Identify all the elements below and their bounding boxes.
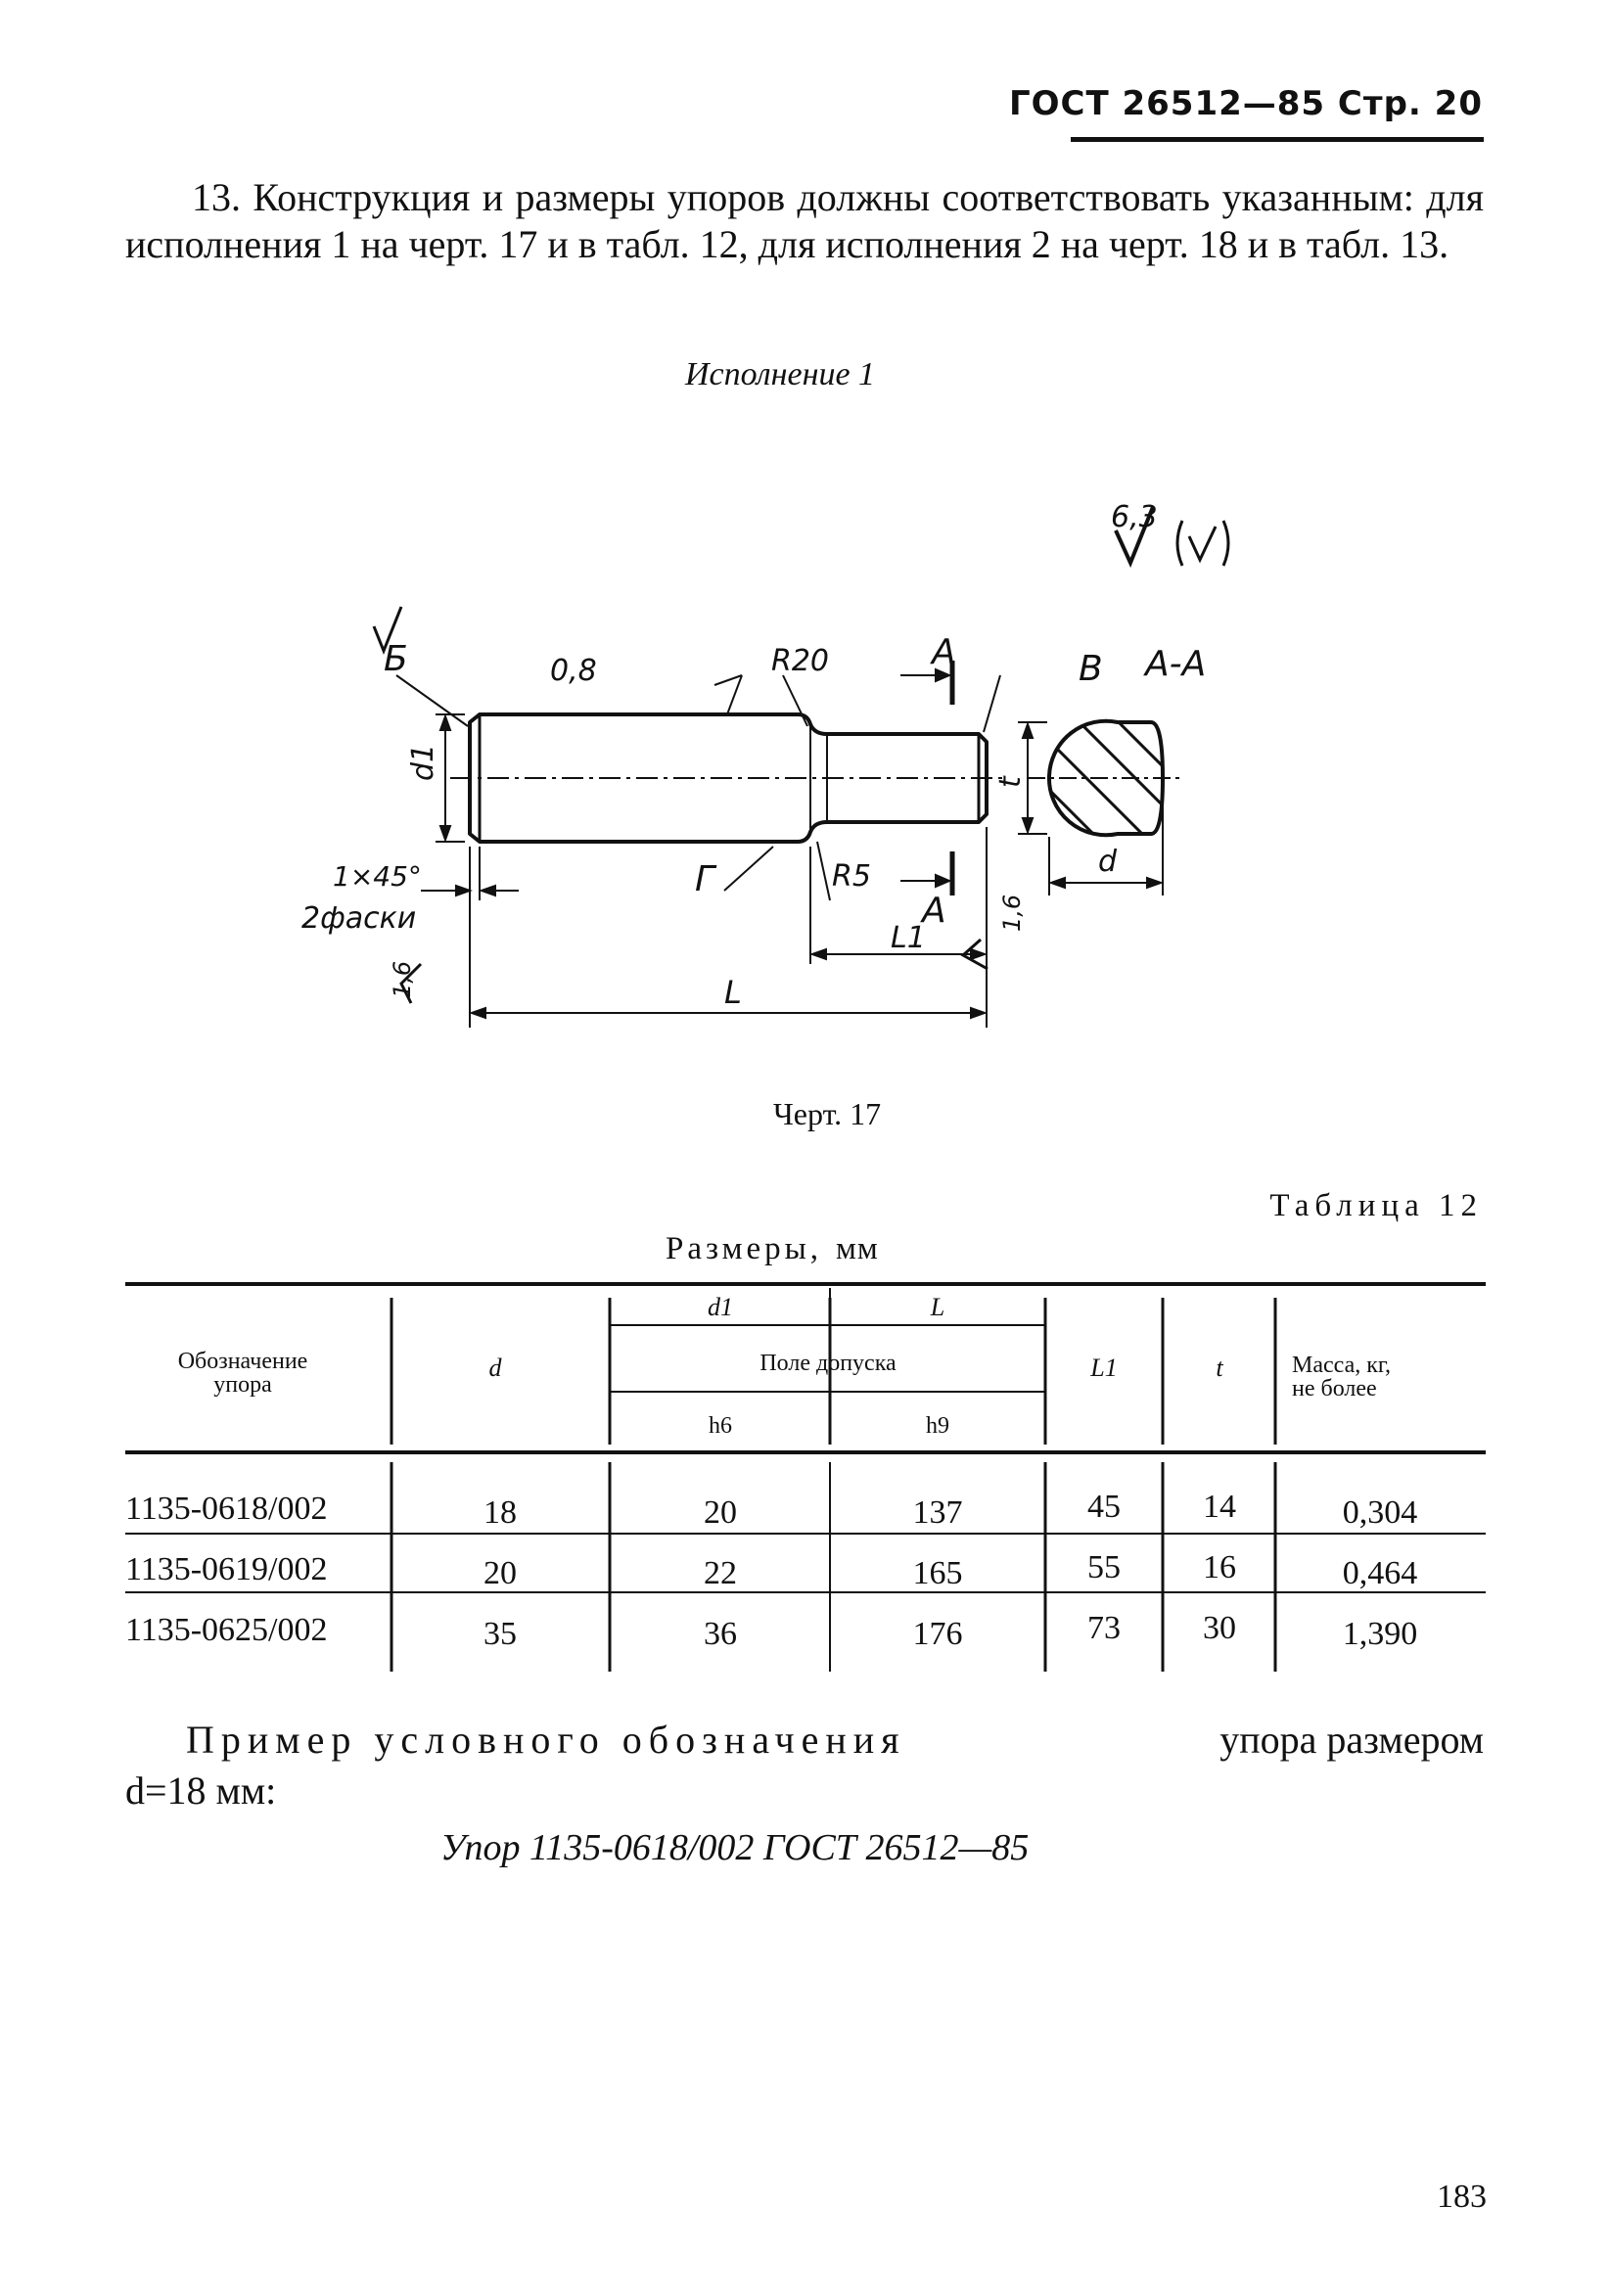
cell-d1: 20 — [704, 1494, 737, 1531]
cell-L1: 45 — [1087, 1489, 1121, 1525]
cell-L: 176 — [913, 1616, 963, 1652]
label-chamfer: 1×45° — [333, 860, 422, 893]
table-label: Таблица 12 — [1269, 1188, 1483, 1223]
drawing-svg: Б 0,8 R20 А В А-А d1 t d 1×45° 2фаски Г … — [301, 500, 1230, 1028]
cell-designation: 1135-0618/002 — [125, 1491, 328, 1527]
table-body: 1135-0618/002 18 20 137 45 14 0,304 1135… — [125, 1489, 1417, 1652]
th-designation-1: Обозначение — [178, 1349, 308, 1374]
cell-mass: 0,464 — [1343, 1555, 1418, 1591]
label-b: Б — [384, 639, 408, 679]
cell-L1: 73 — [1087, 1610, 1121, 1646]
units-text: Размеры, — [666, 1231, 823, 1266]
cell-t: 30 — [1203, 1610, 1236, 1646]
dimensions-table: Обозначение упора d d1 L Поле допуска h6… — [125, 1276, 1486, 1692]
intro-text: 13. Конструкция и размеры упоров должны … — [125, 175, 1484, 266]
units-mm: мм — [836, 1231, 879, 1266]
label-l1: L1 — [891, 921, 926, 955]
table-row: 1135-0619/002 20 22 165 55 16 0,464 — [125, 1549, 1417, 1591]
th-t: t — [1216, 1354, 1223, 1382]
label-r20: R20 — [771, 644, 829, 678]
cell-d: 18 — [483, 1494, 517, 1531]
page-number: 183 — [1437, 2179, 1487, 2215]
label-chamfer-note: 2фаски — [301, 901, 416, 936]
example-tail: упора размером — [1219, 1718, 1484, 1762]
technical-drawing: Б 0,8 R20 А В А-А d1 t d 1×45° 2фаски Г … — [274, 470, 1311, 1081]
example-designation: Упор 1135-0618/002 ГОСТ 26512—85 — [440, 1827, 1030, 1868]
th-mass-2: не более — [1292, 1376, 1377, 1401]
label-rough-16-right: 1,6 — [998, 895, 1026, 932]
th-tolerance: Поле допуска — [759, 1351, 897, 1376]
cell-L: 137 — [913, 1494, 963, 1531]
label-r5: R5 — [832, 859, 871, 894]
example-line-1: Пример условного обозначения упора разме… — [186, 1717, 1484, 1764]
header-rule — [1071, 137, 1484, 142]
table-row: 1135-0618/002 18 20 137 45 14 0,304 — [125, 1489, 1417, 1531]
th-mass-1: Масса, кг, — [1292, 1353, 1391, 1378]
cell-designation: 1135-0619/002 — [125, 1551, 328, 1587]
th-L: L — [930, 1293, 944, 1321]
part-outline — [468, 712, 989, 844]
units-label: Размеры, мм — [666, 1231, 879, 1267]
variant-title: Исполнение 1 — [685, 356, 876, 392]
label-section-a-bottom: А — [920, 891, 946, 931]
table-svg: Обозначение упора d d1 L Поле допуска h6… — [125, 1282, 1486, 1672]
cell-mass: 0,304 — [1343, 1494, 1418, 1531]
cell-L1: 55 — [1087, 1549, 1121, 1585]
label-g: Г — [695, 859, 717, 899]
cell-t: 14 — [1203, 1489, 1236, 1525]
label-roughness-main: 6,3 — [1111, 500, 1158, 534]
label-d1: d1 — [406, 744, 440, 781]
label-rough-16-left: 1,6 — [389, 961, 416, 998]
cell-d1: 36 — [704, 1616, 737, 1652]
cell-d: 20 — [483, 1555, 517, 1591]
figure-caption: Черт. 17 — [773, 1096, 882, 1131]
th-designation-2: упора — [213, 1372, 272, 1398]
intro-paragraph: 13. Конструкция и размеры упоров должны … — [125, 174, 1484, 268]
cell-L: 165 — [913, 1555, 963, 1591]
example-lead: Пример условного обозначения — [186, 1718, 906, 1762]
label-section-title: А-А — [1143, 644, 1206, 684]
th-h6: h6 — [709, 1413, 732, 1439]
table-row: 1135-0625/002 35 36 176 73 30 1,390 — [125, 1610, 1417, 1652]
leader-b — [395, 674, 469, 727]
cell-d: 35 — [483, 1616, 517, 1652]
cell-mass: 1,390 — [1343, 1616, 1418, 1652]
cell-t: 16 — [1203, 1549, 1236, 1585]
label-l: L — [724, 974, 742, 1011]
label-v: В — [1079, 649, 1103, 689]
label-d: d — [1098, 845, 1118, 879]
th-d1: d1 — [708, 1293, 733, 1321]
th-h9: h9 — [926, 1413, 949, 1439]
label-roughness-08: 0,8 — [550, 654, 597, 688]
th-L1: L1 — [1089, 1354, 1117, 1382]
label-section-a-top: А — [930, 632, 956, 672]
page-header: ГОСТ 26512—85 Стр. 20 — [1008, 84, 1483, 123]
cell-d1: 22 — [704, 1555, 737, 1591]
label-t: t — [993, 775, 1028, 788]
cell-designation: 1135-0625/002 — [125, 1612, 328, 1648]
example-line-2: d=18 мм: — [125, 1768, 277, 1813]
th-d: d — [489, 1354, 503, 1382]
